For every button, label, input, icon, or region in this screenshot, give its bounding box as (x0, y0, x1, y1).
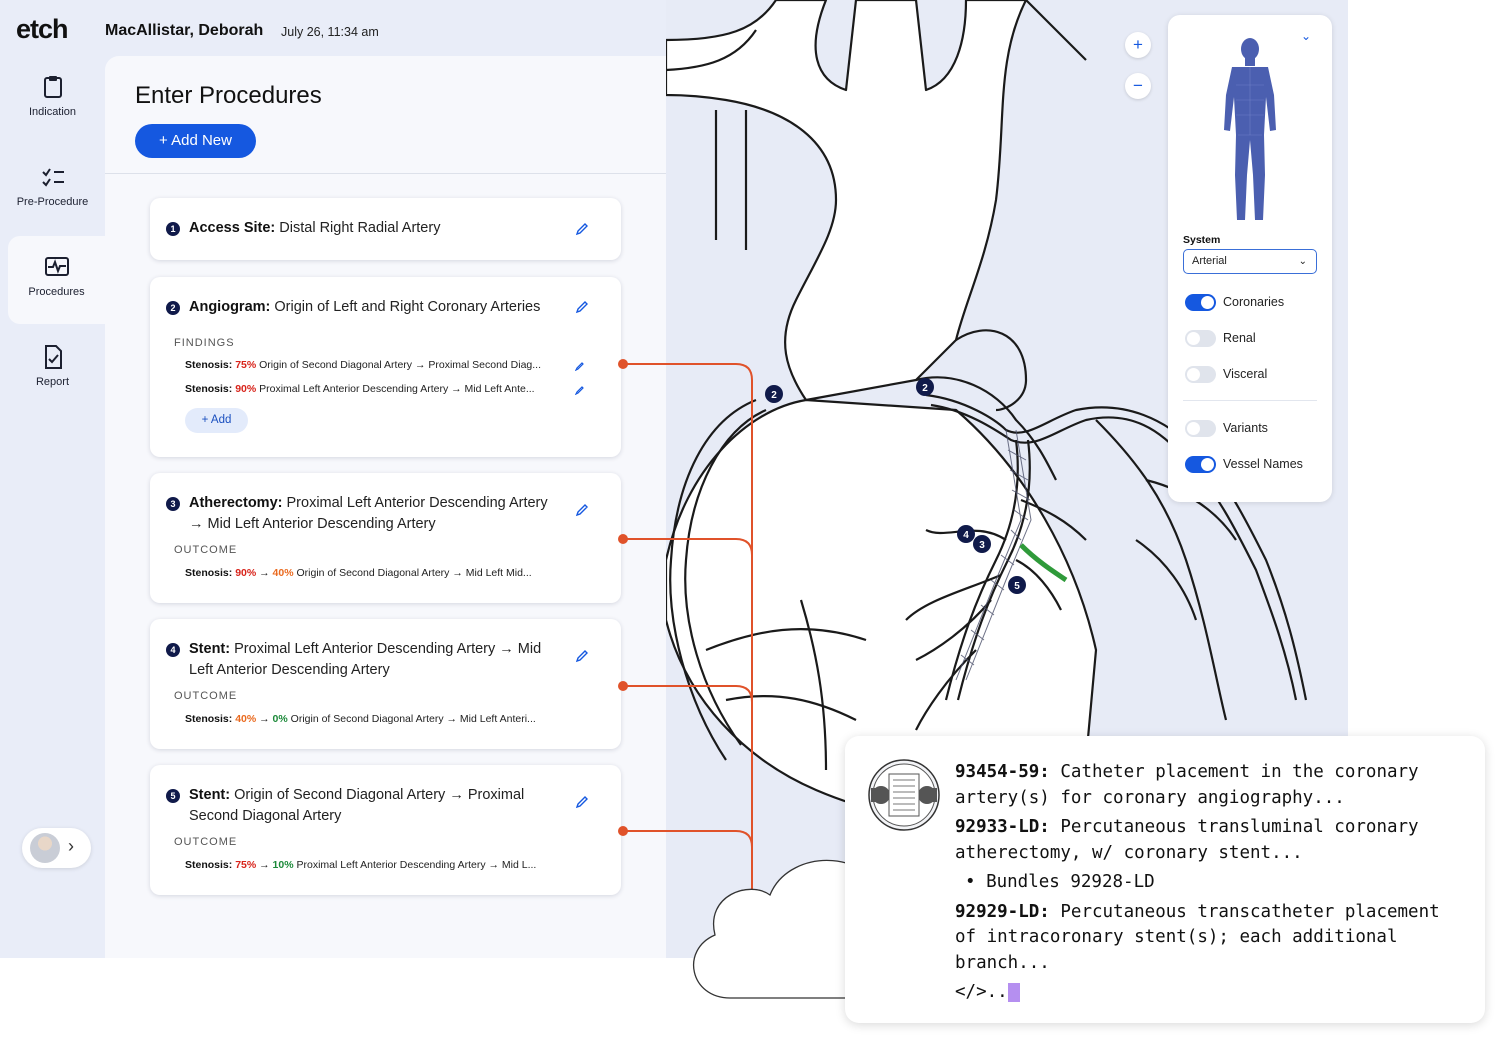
toggle-label: Vessel Names (1223, 457, 1303, 471)
outcome-line: Stenosis: 75% → 10% Proximal Left Anteri… (185, 859, 537, 871)
procedure-title: Stent: Origin of Second Diagonal Artery … (189, 787, 525, 824)
billing-codes-card: 93454-59: Catheter placement in the coro… (845, 736, 1485, 1023)
pencil-icon[interactable] (575, 361, 585, 371)
pencil-icon[interactable] (575, 649, 589, 663)
procedure-card-5[interactable]: 5 Stent: Origin of Second Diagonal Arter… (150, 765, 621, 895)
step-number: 4 (166, 643, 180, 657)
add-finding-button[interactable]: + Add (185, 408, 248, 433)
checklist-icon (41, 168, 64, 187)
chevron-down-icon: ⌄ (1298, 256, 1307, 267)
pencil-icon[interactable] (575, 385, 585, 395)
procedures-panel: Enter Procedures + Add New 1 Access Site… (105, 56, 666, 958)
coronary-diagram: 2 2 4 3 5 (666, 0, 1308, 822)
system-panel: ⌄ System Arterial⌄ Coronaries Renal Visc… (1168, 15, 1332, 502)
zoom-out-button[interactable]: − (1125, 73, 1151, 99)
procedure-card-1[interactable]: 1 Access Site: Distal Right Radial Arter… (150, 198, 621, 260)
finding-line: Stenosis: 90% Proximal Left Anterior Des… (185, 383, 535, 395)
patient-name[interactable]: MacAllistar, Deborah (105, 22, 264, 39)
section-label: OUTCOME (174, 836, 238, 848)
map-marker-2a[interactable]: 2 (771, 390, 777, 401)
add-new-button[interactable]: + Add New (135, 124, 256, 158)
divider (105, 173, 666, 174)
clipboard-icon (43, 76, 62, 98)
sidebar-item-pre-procedure[interactable]: Pre-Procedure (0, 146, 105, 234)
map-marker-5[interactable]: 5 (1014, 581, 1020, 592)
toggle-label: Visceral (1223, 367, 1268, 381)
sidebar: Indication Pre-Procedure Procedures Repo… (0, 56, 105, 958)
etch-logo: etch (16, 14, 69, 44)
step-number: 3 (166, 497, 180, 511)
procedure-title: Atherectomy: Proximal Left Anterior Desc… (189, 495, 548, 532)
code-bullet: • Bundles 92928-LD (965, 872, 1155, 892)
divider (1183, 400, 1317, 401)
toggle-visceral[interactable] (1185, 366, 1216, 383)
step-number: 5 (166, 789, 180, 803)
toggle-coronaries[interactable] (1185, 294, 1216, 311)
toggle-label: Coronaries (1223, 295, 1285, 309)
step-number: 2 (166, 301, 180, 315)
pencil-icon[interactable] (575, 300, 589, 314)
marker-group (765, 378, 1026, 594)
user-menu-button[interactable]: › (22, 828, 91, 868)
procedure-card-2[interactable]: 2 Angiogram: Origin of Left and Right Co… (150, 277, 621, 457)
pencil-icon[interactable] (575, 795, 589, 809)
procedure-title: Angiogram: Origin of Left and Right Coro… (189, 299, 541, 315)
sidebar-item-label: Report (35, 376, 70, 388)
toggle-renal[interactable] (1185, 330, 1216, 347)
gear-document-icon (868, 759, 940, 831)
system-label: System (1183, 234, 1221, 246)
toggle-variants[interactable] (1185, 420, 1216, 437)
toggle-vessel-names[interactable] (1185, 456, 1216, 473)
procedure-title: Access Site: Distal Right Radial Artery (189, 220, 441, 236)
sidebar-item-report[interactable]: Report (0, 326, 105, 414)
map-marker-4[interactable]: 4 (963, 530, 969, 541)
document-check-icon (44, 345, 62, 369)
avatar (30, 833, 60, 863)
code-tail: </>.. (955, 980, 1465, 1006)
datetime: July 26, 11:34 am (281, 25, 379, 39)
step-number: 1 (166, 222, 180, 236)
toggle-label: Renal (1223, 331, 1256, 345)
outcome-line: Stenosis: 90% → 40% Origin of Second Dia… (185, 567, 532, 579)
section-label: FINDINGS (174, 337, 235, 349)
pulse-monitor-icon (44, 257, 69, 276)
map-marker-3[interactable]: 3 (979, 540, 985, 551)
sidebar-item-procedures[interactable]: Procedures (8, 236, 105, 324)
section-label: OUTCOME (174, 690, 238, 702)
pencil-icon[interactable] (575, 503, 589, 517)
app-header: etch MacAllistar, Deborah July 26, 11:34… (0, 0, 660, 60)
code-entry: 92933-LD: Percutaneous transluminal coro… (955, 817, 1419, 863)
toggle-label: Variants (1223, 421, 1268, 435)
sidebar-item-label: Pre-Procedure (16, 196, 89, 208)
sidebar-item-label: Procedures (28, 286, 85, 298)
billing-codes-text: 93454-59: Catheter placement in the coro… (955, 760, 1465, 1010)
zoom-in-button[interactable]: + (1125, 32, 1151, 58)
procedure-card-4[interactable]: 4 Stent: Proximal Left Anterior Descendi… (150, 619, 621, 749)
pencil-icon[interactable] (575, 222, 589, 236)
map-marker-2b[interactable]: 2 (922, 383, 928, 394)
sidebar-item-label: Indication (28, 106, 77, 118)
code-entry: 92929-LD: Percutaneous transcatheter pla… (955, 901, 1440, 973)
procedure-card-3[interactable]: 3 Atherectomy: Proximal Left Anterior De… (150, 473, 621, 603)
page-title: Enter Procedures (135, 82, 322, 109)
chevrons-icon[interactable]: ⌄ (1301, 29, 1312, 43)
chevron-right-icon: › (68, 836, 74, 856)
code-entry: 93454-59: Catheter placement in the coro… (955, 762, 1419, 808)
sidebar-item-indication[interactable]: Indication (0, 56, 105, 144)
body-figure-icon[interactable] (1208, 35, 1292, 225)
section-label: OUTCOME (174, 544, 238, 556)
finding-line: Stenosis: 75% Origin of Second Diagonal … (185, 359, 542, 371)
procedure-title: Stent: Proximal Left Anterior Descending… (189, 641, 542, 678)
system-select[interactable]: Arterial⌄ (1183, 249, 1317, 274)
outcome-line: Stenosis: 40% → 0% Origin of Second Diag… (185, 713, 536, 725)
text-cursor (1007, 982, 1020, 1002)
